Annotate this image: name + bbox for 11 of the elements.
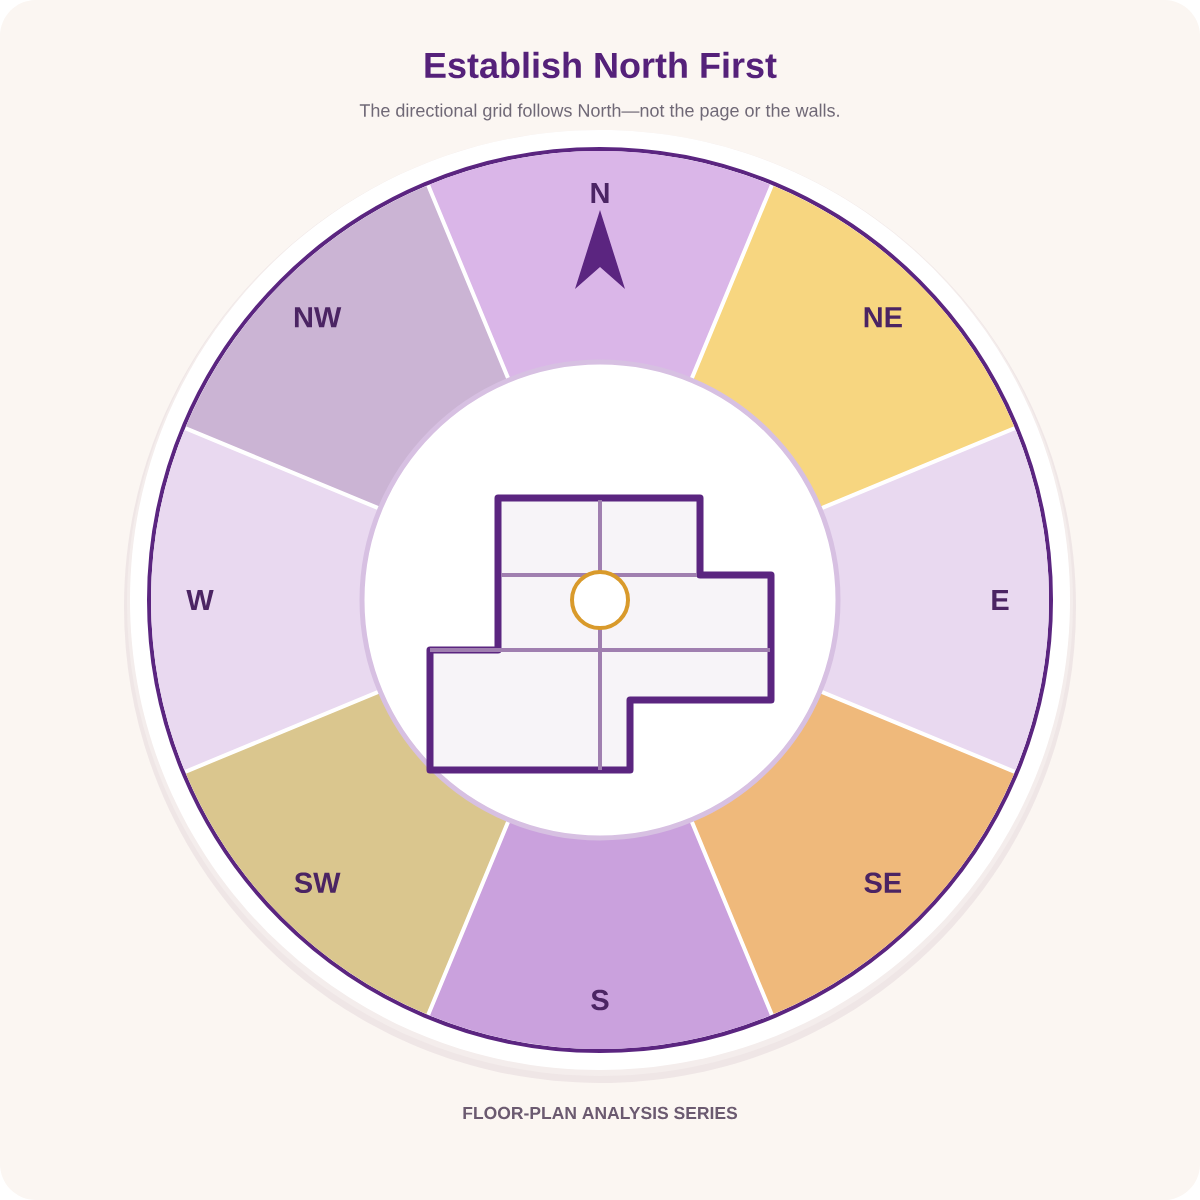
compass-sector: E <box>820 430 1049 770</box>
compass-sector: NW <box>185 185 508 508</box>
title: Establish North First <box>425 51 777 79</box>
compass-sector: NE <box>692 185 1015 508</box>
compass-sector: S <box>430 820 770 1049</box>
compass-sector: SW <box>185 692 508 1015</box>
compass-sector: SE <box>692 692 1015 1015</box>
compass-sector: N <box>430 151 770 380</box>
compass-sector: W <box>151 430 380 770</box>
footer-text: FLOOR-PLAN ANALYSIS SERIES <box>463 1106 738 1120</box>
subtitle: The directional grid follows North—not the page or the walls. <box>359 103 839 121</box>
